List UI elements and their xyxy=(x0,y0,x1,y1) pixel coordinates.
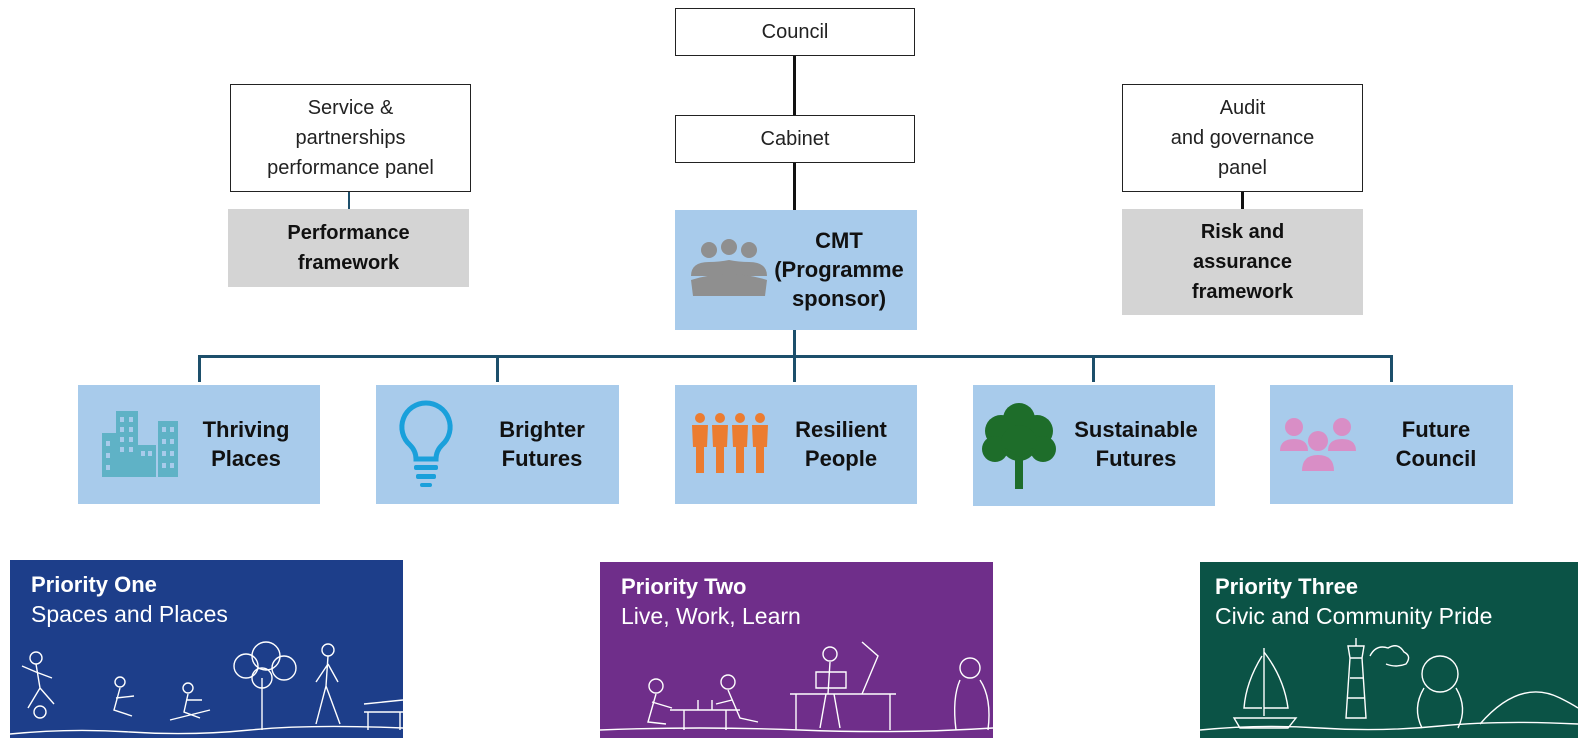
people-row-icon xyxy=(692,413,768,473)
risk-framework-box: Risk and assurance framework xyxy=(1122,209,1363,315)
cabinet-box: Cabinet xyxy=(675,115,915,163)
priority-subtitle: Spaces and Places xyxy=(31,601,228,627)
lightbulb-icon xyxy=(399,400,453,487)
buildings-icon xyxy=(102,411,178,477)
performance-framework-box: Performance framework xyxy=(228,209,469,287)
live-work-learn-illustration-icon xyxy=(600,641,993,733)
pillar-brighter-futures: Brighter Futures xyxy=(376,385,619,504)
priority-two-banner: Priority Two Live, Work, Learn xyxy=(600,562,993,738)
pillar-drop-4 xyxy=(1092,355,1095,382)
pillar-label: Brighter Futures xyxy=(499,417,585,471)
priority-title: Priority Two xyxy=(621,574,747,599)
pillar-drop-2 xyxy=(496,355,499,382)
pillar-label: Sustainable Futures xyxy=(1074,417,1198,471)
cmt-box: CMT (Programme sponsor) xyxy=(675,210,917,330)
tree-icon xyxy=(982,403,1056,489)
pillar-label: Resilient People xyxy=(795,417,887,471)
service-performance-connector xyxy=(348,192,350,209)
service-panel-box: Service & partnerships performance panel xyxy=(230,84,471,192)
audit-panel-box: Audit and governance panel xyxy=(1122,84,1363,192)
priority-subtitle: Civic and Community Pride xyxy=(1215,603,1493,629)
group-icon xyxy=(1280,418,1356,471)
priority-one-banner: Priority One Spaces and Places xyxy=(10,560,403,738)
pillar-future-council: Future Council xyxy=(1270,385,1513,504)
pillar-label: Future Council xyxy=(1395,417,1477,471)
pillar-resilient-people: Resilient People xyxy=(675,385,917,504)
pillar-label: Thriving Places xyxy=(202,417,290,471)
priority-title: Priority Three xyxy=(1215,574,1359,599)
meeting-icon xyxy=(691,239,767,296)
pillar-sustainable-futures: Sustainable Futures xyxy=(973,385,1215,506)
civic-pride-illustration-icon xyxy=(1200,638,1578,731)
spaces-places-illustration-icon xyxy=(10,641,403,735)
pillar-thriving-places: Thriving Places xyxy=(78,385,320,504)
cmt-stem-connector xyxy=(793,330,796,356)
audit-risk-connector xyxy=(1241,192,1244,209)
pillar-drop-5 xyxy=(1390,355,1393,382)
priority-title: Priority One xyxy=(31,572,157,597)
cmt-label: CMT (Programme sponsor) xyxy=(774,228,904,311)
council-cabinet-connector xyxy=(793,56,796,116)
priority-subtitle: Live, Work, Learn xyxy=(621,603,801,629)
pillar-drop-3 xyxy=(793,355,796,382)
priority-three-banner: Priority Three Civic and Community Pride xyxy=(1200,562,1578,738)
cabinet-cmt-connector xyxy=(793,162,796,211)
council-box: Council xyxy=(675,8,915,56)
pillar-drop-1 xyxy=(198,355,201,382)
